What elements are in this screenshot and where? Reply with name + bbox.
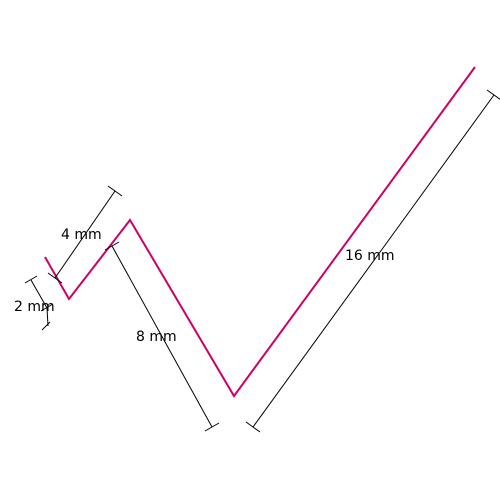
tick-4mm-end: [107, 185, 123, 197]
dimension-line-16mm: [252, 94, 495, 428]
dimension-8mm: 8 mm: [104, 241, 220, 432]
dimension-label-2mm: 2 mm: [14, 299, 55, 315]
dimension-line-4mm: [54, 190, 116, 279]
tick-16mm-start: [245, 421, 261, 433]
dimension-2mm: 2 mm: [14, 275, 55, 331]
tick-2mm-end: [40, 303, 54, 312]
tick-8mm-start: [104, 241, 120, 251]
tick-2mm-start: [24, 275, 38, 284]
tick-16mm-end: [486, 89, 500, 100]
dimension-4mm: 4 mm: [47, 185, 123, 284]
dimension-label-8mm: 8 mm: [136, 329, 177, 345]
check-mark-shape: [44, 66, 476, 398]
dimension-label-16mm: 16 mm: [345, 248, 395, 264]
tick-8mm-end: [204, 422, 220, 432]
dimension-16mm: 16 mm: [245, 89, 500, 433]
dimension-line-8mm: [111, 245, 213, 428]
dimension-line-2mm: [30, 279, 48, 309]
tick-2mm-cap: [41, 321, 51, 331]
tick-4mm-start: [47, 272, 63, 284]
dimension-label-4mm: 4 mm: [61, 227, 102, 243]
tick-2mm-extension: [46, 307, 49, 327]
